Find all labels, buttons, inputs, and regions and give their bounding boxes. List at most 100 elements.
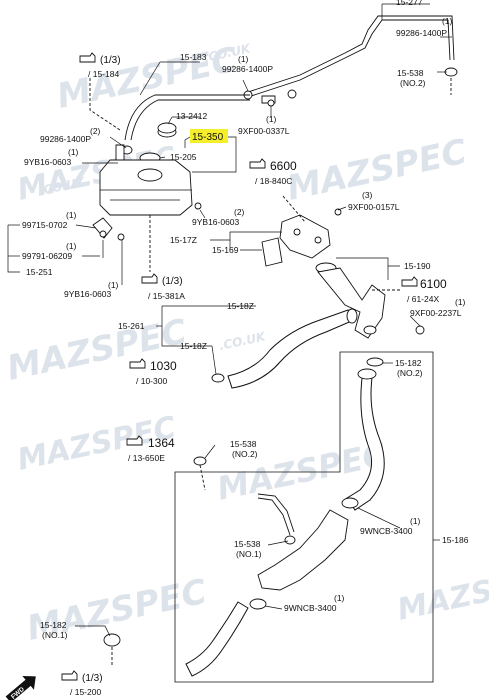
label-15-538-low-no: (NO.1) xyxy=(236,549,262,559)
leader-15-538-low xyxy=(267,540,289,546)
label-15-538-top-no: (NO.2) xyxy=(400,78,426,88)
label-15-190[interactable]: 15-190 xyxy=(404,261,431,271)
ref-6100[interactable]: 6100 xyxy=(420,277,447,291)
label-15-261[interactable]: 15-261 xyxy=(118,321,145,331)
label-9yb16-mid[interactable]: 9YB16-0603 xyxy=(192,217,240,227)
label-99286-left[interactable]: 99286-1400P xyxy=(40,134,91,144)
clamp-15-538-no2-mid xyxy=(193,456,207,466)
hose-15-183 xyxy=(124,94,250,141)
leader-99286-left xyxy=(109,136,127,149)
clamp-15-538-no1 xyxy=(284,535,296,545)
label-15-182-top[interactable]: 15-182 xyxy=(395,358,422,368)
label-9xf00-0157l[interactable]: 9XF00-0157L xyxy=(348,202,400,212)
water-pipe-15-186 xyxy=(257,509,349,591)
clamp-9wncb-low xyxy=(249,598,267,610)
gasket-15-169 xyxy=(261,237,283,267)
ref-1030[interactable]: 1030 xyxy=(150,359,177,373)
label-15-350[interactable]: 15-350 xyxy=(192,132,224,143)
leader-15-190 xyxy=(336,257,400,267)
label-15-538-top[interactable]: 15-538 xyxy=(397,68,424,78)
label-99286-top[interactable]: 99286-1400P xyxy=(396,28,447,38)
label-9wncb-low-qty: (1) xyxy=(334,593,345,603)
bolt-9xf00-0157l xyxy=(334,208,342,216)
ref-15-381a[interactable]: / 15-381A xyxy=(148,291,185,301)
ref-1364[interactable]: 1364 xyxy=(148,436,175,450)
label-15-186[interactable]: 15-186 xyxy=(442,535,469,545)
metal-pipe-15-277 xyxy=(244,19,451,99)
label-99715-qty: (1) xyxy=(66,210,77,220)
label-99286-mid-qty: (1) xyxy=(238,54,249,64)
label-15-18z-low[interactable]: 15-18Z xyxy=(180,341,207,351)
label-15-17z[interactable]: 15-17Z xyxy=(170,235,197,245)
metal-pipe-edge xyxy=(244,15,455,94)
label-9xf00-2237l[interactable]: 9XF00-2237L xyxy=(410,308,462,318)
label-15-205[interactable]: 15-205 xyxy=(170,152,197,162)
ref-18-840c[interactable]: / 18-840C xyxy=(255,176,292,186)
bolt-9xf00-0337l xyxy=(267,99,275,107)
label-15-183[interactable]: 15-183 xyxy=(180,52,207,62)
leader-9xf00-0157l xyxy=(337,206,347,211)
ref-1-3-top[interactable]: (1/3) xyxy=(100,55,121,66)
label-15-169[interactable]: 15-169 xyxy=(212,245,239,255)
label-15-182-low[interactable]: 15-182 xyxy=(40,620,67,630)
dash-leader-15-184 xyxy=(89,78,121,131)
label-9yb16-low[interactable]: 9YB16-0603 xyxy=(64,289,112,299)
hand-pointer-icon xyxy=(126,435,143,446)
ref-15-200[interactable]: / 15-200 xyxy=(70,687,101,697)
hose-end-upper xyxy=(346,308,358,324)
ref-6600[interactable]: 6600 xyxy=(270,159,297,173)
lower-hose-group xyxy=(103,351,434,683)
label-15-251[interactable]: 15-251 xyxy=(26,267,53,277)
label-99715[interactable]: 99715-0702 xyxy=(22,220,68,230)
reservoir-nozzle xyxy=(115,144,125,161)
hose-top-end xyxy=(357,368,377,380)
coolant-reservoir-15-350 xyxy=(92,144,202,272)
hose-15-186-lower xyxy=(185,601,249,677)
label-15-18z-top[interactable]: 15-18Z xyxy=(227,301,254,311)
ref-1-3-mid[interactable]: (1/3) xyxy=(162,276,183,287)
label-13-2412[interactable]: 13-2412 xyxy=(176,111,207,121)
housing-15-17z xyxy=(279,214,331,259)
watermark-brand: MAZSPEC xyxy=(284,132,471,209)
leader-15-350-a xyxy=(184,136,191,148)
label-9xf00-0337l[interactable]: 9XF00-0337L xyxy=(238,126,290,136)
highlight-15-350 xyxy=(190,129,228,143)
hand-pointer-icon xyxy=(401,276,418,287)
label-15-182-low-no: (NO.1) xyxy=(42,630,68,640)
outlet-elbow-15-18z xyxy=(317,267,386,339)
label-9wncb-low[interactable]: 9WNCB-3400 xyxy=(284,603,337,613)
leader-15-18z-low xyxy=(211,345,217,375)
label-9yb16-low-qty: (1) xyxy=(108,280,119,290)
leader-9yb16-mid xyxy=(199,209,206,219)
ref-10-300[interactable]: / 10-300 xyxy=(136,376,167,386)
label-15-538-low[interactable]: 15-538 xyxy=(234,539,261,549)
lower-group-outline xyxy=(174,351,434,683)
label-99286-mid[interactable]: 99286-1400P xyxy=(222,64,273,74)
label-99286-left-qty: (2) xyxy=(90,126,101,136)
ref-15-184[interactable]: / 15-184 xyxy=(88,69,119,79)
leader-15-261-bracket xyxy=(161,306,212,347)
label-9wncb-top-qty: (1) xyxy=(410,516,421,526)
label-9yb16-left[interactable]: 9YB16-0603 xyxy=(24,157,72,167)
fitting-top xyxy=(287,89,297,99)
upper-radiator-hose xyxy=(211,308,358,389)
leader-15-17z xyxy=(210,231,282,241)
ref-61-24x[interactable]: / 61-24X xyxy=(407,294,439,304)
label-15-538-mid[interactable]: 15-538 xyxy=(230,439,257,449)
cap-ring-13-2412-top xyxy=(157,122,177,134)
label-9xf00-0157l-qty: (3) xyxy=(362,190,373,200)
reservoir-body xyxy=(99,159,193,216)
leader-99715 xyxy=(75,224,97,229)
ref-1-3-low[interactable]: (1/3) xyxy=(82,673,103,684)
label-9xf00-0337l-qty: (1) xyxy=(266,114,277,124)
dash-leader-1364 xyxy=(199,464,206,491)
clamp-9wncb-top xyxy=(341,497,359,509)
label-99791[interactable]: 99791-06209 xyxy=(22,251,72,261)
ref-13-650e[interactable]: / 13-650E xyxy=(128,453,165,463)
hose-15-261 xyxy=(227,309,355,389)
label-15-277[interactable]: 15-277 xyxy=(396,0,423,7)
hand-pointer-icon xyxy=(141,273,158,284)
watermark-domain: .CO.UK xyxy=(218,329,268,353)
label-9wncb-top[interactable]: 9WNCB-3400 xyxy=(360,526,413,536)
